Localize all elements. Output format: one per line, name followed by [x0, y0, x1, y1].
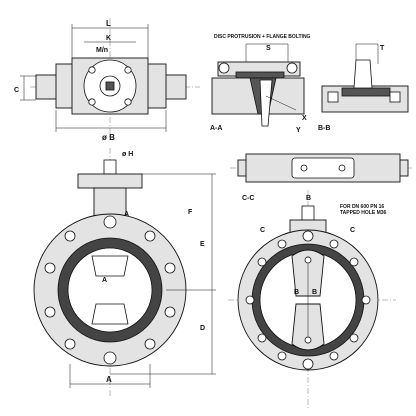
top-view: L K M/n C ø B: [14, 18, 200, 142]
label-A-A: A-A: [210, 125, 222, 132]
label-A-left2: A: [102, 277, 107, 284]
label-K: K: [106, 35, 111, 42]
label-Mn: M/n: [96, 47, 108, 54]
label-C-C: C-C: [242, 195, 254, 202]
label-F: F: [188, 209, 193, 216]
label-B-mark2: B: [294, 289, 299, 296]
front-view-right: B FOR DN 600 PN 16 TAPPED HOLE M36 B B C…: [228, 190, 396, 410]
side-view-cc: C-C: [230, 153, 412, 202]
label-B-top: ø B: [102, 133, 115, 142]
label-H: ø H: [122, 151, 133, 158]
label-E: E: [200, 241, 205, 248]
label-C-left: C: [260, 227, 265, 234]
section-views: DISC PROTRUSION + FLANGE BOLTING S A-A Y…: [210, 34, 409, 134]
label-A-bottom: A: [106, 375, 112, 384]
label-A-left1: A: [124, 211, 129, 218]
label-T: T: [380, 45, 385, 52]
label-X: X: [302, 115, 307, 122]
label-C-right: C: [350, 227, 355, 234]
label-B-mark1: B: [306, 195, 311, 202]
disc-protrusion-title: DISC PROTRUSION + FLANGE BOLTING: [214, 34, 311, 40]
label-D: D: [200, 325, 205, 332]
dn-note-2: TAPPED HOLE M36: [340, 210, 387, 216]
label-B-mark3: B: [312, 289, 317, 296]
label-Y: Y: [296, 127, 301, 134]
label-C: C: [14, 87, 19, 94]
label-L: L: [106, 19, 111, 28]
label-B-B: B-B: [318, 125, 330, 132]
front-view-left: ø H A A F E D A: [33, 148, 216, 396]
label-S: S: [266, 45, 271, 52]
dn-note-1: FOR DN 600 PN 16: [340, 204, 384, 210]
